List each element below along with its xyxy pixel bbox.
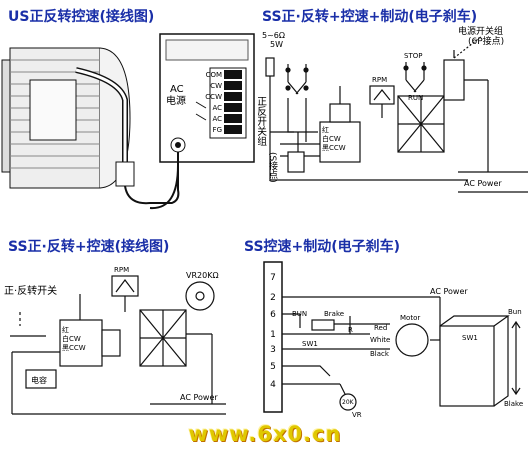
terminal-ac-2: AC — [212, 115, 222, 123]
rpm-label: RPM — [372, 76, 387, 84]
terminal-fg: FG — [213, 126, 222, 134]
ss-brake-top-title: SS正·反转+控速+制动(电子刹车) — [262, 9, 478, 25]
run-label: RUN — [408, 94, 423, 102]
black-label: Black — [370, 350, 390, 358]
switch-group-note: (S接点) — [267, 152, 278, 183]
bun-label: BUN — [292, 310, 307, 318]
ss-right-title: SS控速+制动(电子刹车) — [244, 239, 401, 255]
sw1-label: SW1 — [302, 340, 318, 348]
ss-left-rpm: RPM — [114, 266, 129, 274]
switch-group-label: 正反开关组 — [258, 96, 267, 146]
pin-2: 2 — [270, 293, 276, 303]
brake-label: Brake — [324, 310, 344, 318]
pin-4: 4 — [270, 380, 276, 390]
stop-label: STOP — [404, 52, 422, 60]
vr-value-label: 20K — [342, 399, 355, 406]
ss-left-title: SS正·反转+控速(接线图) — [8, 239, 170, 255]
ss-left-vr: VR20KΩ — [186, 271, 219, 280]
pin-5: 5 — [270, 362, 276, 372]
bun-arrow-label: Bun — [508, 308, 522, 316]
terminal-cw: CW — [210, 82, 222, 90]
us-panel-title: US正反转控速(接线图) — [8, 9, 155, 25]
r-label: R — [348, 326, 353, 334]
blake-arrow-label: Blake — [504, 400, 523, 408]
vr-label: VR — [352, 411, 362, 419]
power-switch-label: 电源开关组(6P接点) — [458, 25, 504, 47]
ss-right-diagram: 7 2 6 1 3 5 4 BUN Brake Motor Red White … — [263, 261, 523, 419]
ac-power-top: AC Power — [464, 179, 502, 188]
pin-7: 7 — [270, 273, 276, 283]
motor-body — [1, 47, 131, 189]
pin-3: 3 — [270, 345, 276, 355]
ss-left-switch-label: 正·反转开关 — [4, 284, 57, 297]
motor-label: Motor — [400, 314, 420, 322]
capacitor-label: 电容 — [31, 375, 47, 385]
pin-6: 6 — [270, 310, 276, 320]
terminal-ac-1: AC — [212, 104, 222, 112]
pin-1: 1 — [270, 330, 276, 340]
ac-power-left: AC Power — [180, 393, 218, 402]
sw1-box-label: SW1 — [462, 334, 478, 342]
terminal-com: COM — [206, 71, 222, 79]
watermark: www.6x0.cn — [188, 422, 342, 446]
white-label: White — [370, 336, 390, 344]
terminal-ccw: CCW — [205, 93, 222, 101]
ac-power-right: AC Power — [430, 287, 468, 296]
red-label: Red — [374, 324, 387, 332]
